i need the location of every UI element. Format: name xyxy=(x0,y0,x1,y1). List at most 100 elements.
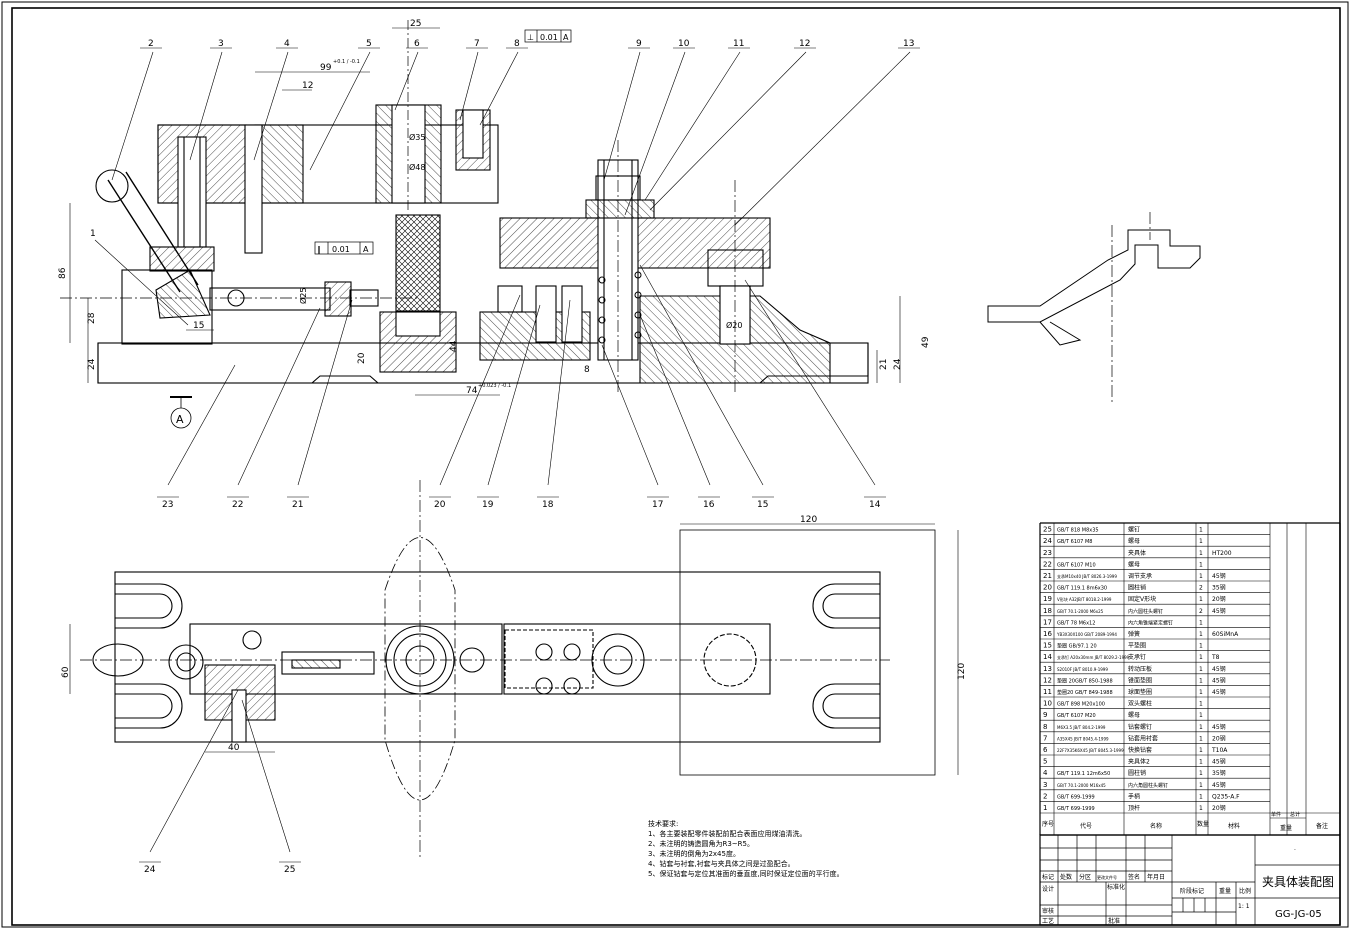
dim-28: 28 xyxy=(87,312,97,324)
bom-name-16: 弹簧 xyxy=(1128,630,1140,638)
bom-name-21: 调节支承 xyxy=(1128,572,1152,580)
bom-qty-12: 1 xyxy=(1199,677,1203,684)
balloon-18: 18 xyxy=(542,500,554,510)
bom-code-4: GB/T 119.1 12m6x50 xyxy=(1057,771,1110,777)
bom-qty-8: 1 xyxy=(1199,724,1203,731)
bom-qty-23: 1 xyxy=(1199,550,1203,557)
balloon-11: 11 xyxy=(733,39,744,49)
bom-no-9: 9 xyxy=(1043,711,1047,719)
bom-code-10: GB/T 898 M20x100 xyxy=(1057,702,1105,708)
balloon-1: 1 xyxy=(90,229,96,239)
bom-material-23: HT200 xyxy=(1212,550,1232,557)
bom-no-17: 17 xyxy=(1043,618,1052,626)
bom-name-2: 手柄 xyxy=(1128,792,1140,800)
bom-material-5: 45钢 xyxy=(1212,758,1226,766)
bom-name-15: 平垫圈 xyxy=(1128,642,1146,650)
bom-name-19: 固定V形块 xyxy=(1128,595,1156,603)
tolerance-frame-2: ∥ 0.01 A xyxy=(314,241,374,255)
dim-dia25: Ø25 xyxy=(298,288,308,304)
title-block xyxy=(1039,834,1341,926)
tol2-datum: A xyxy=(363,245,369,254)
dim-74-tol: +0.023 / -0.1 xyxy=(478,383,511,389)
bom-code-15: 垫圈 GB/97.1 20 xyxy=(1057,643,1097,650)
tb-change: 更改文件号 xyxy=(1097,874,1117,880)
bom-no-5: 5 xyxy=(1043,758,1047,766)
bom-name-25: 螺钉 xyxy=(1128,526,1140,534)
bom-no-13: 13 xyxy=(1043,665,1052,673)
bom-no-7: 7 xyxy=(1043,734,1047,742)
drawing-number: GG-JG-05 xyxy=(1275,909,1322,920)
bom-name-24: 螺母 xyxy=(1128,537,1140,545)
bom-code-17: GB/T 78 M6x12 xyxy=(1057,620,1095,626)
balloon-21: 21 xyxy=(292,500,303,510)
bom-no-2: 2 xyxy=(1043,792,1047,800)
dim-49: 49 xyxy=(921,336,931,348)
dim-dia20: Ø20 xyxy=(726,320,742,330)
bom-qty-22: 1 xyxy=(1199,561,1203,568)
bom-header-single: 单件 xyxy=(1271,811,1281,818)
bom-no-19: 19 xyxy=(1043,595,1052,603)
tech-line-3: 3、未注明的倒角为2x45度。 xyxy=(648,849,740,858)
tb-process: 工艺 xyxy=(1042,917,1054,925)
bom-qty-6: 1 xyxy=(1199,747,1203,754)
tb-mark: 标记 xyxy=(1042,873,1054,881)
bom-material-14: T8 xyxy=(1211,654,1220,661)
dim-99-tol: +0.1 / -0.1 xyxy=(333,59,360,65)
bom-qty-21: 1 xyxy=(1199,573,1203,580)
bom-header-name: 名称 xyxy=(1150,822,1162,830)
bom-material-3: 45钢 xyxy=(1212,781,1226,789)
bom-material-21: 45钢 xyxy=(1212,572,1226,580)
tech-line-1: 1、各主要装配零件装配前配合表面应用煤油清洗。 xyxy=(648,829,806,838)
bom-code-1: GB/T 699-1999 xyxy=(1057,806,1095,812)
bom-no-22: 22 xyxy=(1043,560,1052,568)
bom-no-10: 10 xyxy=(1043,700,1052,708)
bom-code-21: 支承M10x40 JB/T 8026.3-1999 xyxy=(1057,573,1117,579)
bom-qty-7: 1 xyxy=(1199,735,1203,742)
tech-line-2: 2、未注明的铸造圆角为R3~R5。 xyxy=(648,839,754,848)
bom-material-13: 45钢 xyxy=(1212,665,1226,673)
bom-name-22: 螺母 xyxy=(1128,560,1140,568)
bom-no-24: 24 xyxy=(1043,537,1052,545)
bom-no-6: 6 xyxy=(1043,746,1048,754)
bom-no-12: 12 xyxy=(1043,676,1052,684)
bom-qty-5: 1 xyxy=(1199,759,1203,766)
bom-material-1: 20钢 xyxy=(1212,804,1226,812)
balloon-14: 14 xyxy=(869,500,881,510)
bom-no-11: 11 xyxy=(1043,688,1052,696)
bom-qty-25: 1 xyxy=(1199,527,1203,534)
bom-code-3: GB/T 70.1-2000 M16x45 xyxy=(1057,783,1106,788)
tb-scale: 比例 xyxy=(1239,887,1251,895)
tol2-value: 0.01 xyxy=(332,245,350,254)
bom-qty-10: 1 xyxy=(1199,701,1203,708)
bom-name-17: 内六角锥端紧定螺钉 xyxy=(1128,619,1173,626)
front-dimensions xyxy=(69,27,901,396)
bom-material-19: 20钢 xyxy=(1212,595,1226,603)
dim-99: 99 xyxy=(320,63,332,73)
front-dimension-text: 25 99 +0.1 / -0.1 12 86 28 24 15 20 44 7… xyxy=(58,19,931,396)
bom-code-14: 支承钉 A20x30mm JB/T 8029.2-1999 xyxy=(1057,654,1130,660)
balloon-6: 6 xyxy=(414,39,420,49)
dim-20: 20 xyxy=(357,352,367,364)
bom-header-qty: 数量 xyxy=(1197,820,1209,828)
bom-no-21: 21 xyxy=(1043,572,1052,580)
tb-weight: 重量 xyxy=(1219,887,1231,895)
balloon-5: 5 xyxy=(366,39,372,49)
part-balloons: 1 2 3 4 5 6 7 8 9 10 11 12 13 14 15 16 1… xyxy=(90,39,914,875)
bom-code-7: A35X45 JB/T 8045.4-1999 xyxy=(1057,736,1109,741)
dim-dia35: Ø35 xyxy=(409,132,425,142)
bom-no-14: 14 xyxy=(1043,653,1052,661)
tol1-sym: ⊥ xyxy=(527,33,534,42)
tb-scale-value: 1: 1 xyxy=(1238,903,1250,910)
bom-material-2: Q235-A.F xyxy=(1212,793,1240,800)
tb-approve: 批准 xyxy=(1108,917,1120,925)
bom-code-22: GB/T 6107 M10 xyxy=(1057,562,1096,568)
bom-code-12: 垫圈 20GB/T 850-1988 xyxy=(1057,677,1113,684)
dim-dia48: Ø48 xyxy=(409,162,425,172)
bom-name-8: 钻套螺钉 xyxy=(1128,723,1152,731)
bom-no-20: 20 xyxy=(1043,584,1052,592)
tb-zone: 分区 xyxy=(1079,873,1091,881)
bom-qty-16: 1 xyxy=(1199,631,1203,638)
bom-material-8: 45钢 xyxy=(1212,723,1226,731)
bom-qty-15: 1 xyxy=(1199,643,1203,650)
dim-60: 60 xyxy=(61,666,71,678)
